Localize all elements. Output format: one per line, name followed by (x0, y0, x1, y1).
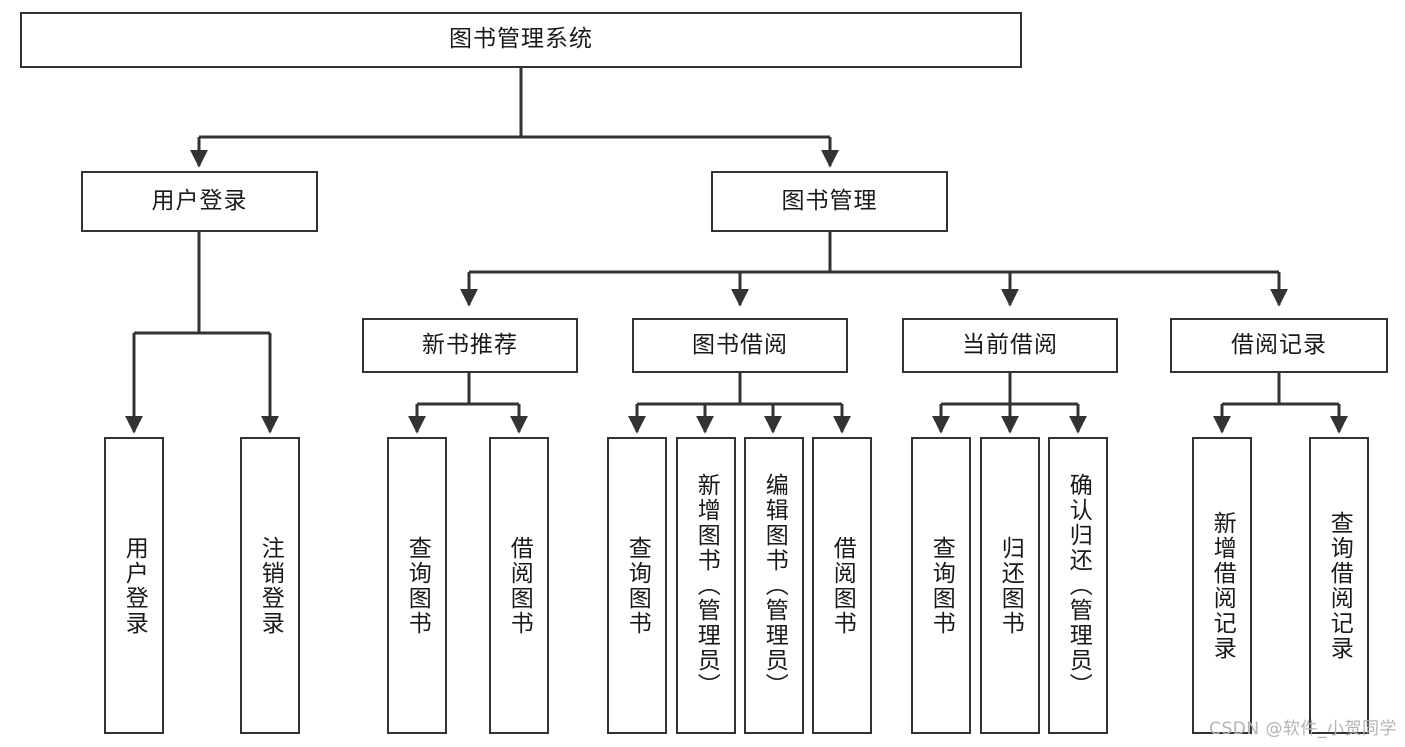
node-leaf-borrow-book-2-label: 借阅图书 (829, 535, 856, 636)
node-book-manage-label: 图书管理 (781, 187, 878, 214)
node-leaf-confirm-return[interactable]: 确认归还（管理员） (1048, 437, 1108, 734)
node-user-login[interactable]: 用户登录 (81, 171, 318, 232)
node-leaf-user-logout[interactable]: 注销登录 (240, 437, 300, 734)
node-new-book-recommend-label: 新书推荐 (422, 331, 518, 358)
node-user-login-label: 用户登录 (151, 187, 248, 214)
node-leaf-borrow-book-1-label: 借阅图书 (506, 535, 533, 636)
node-leaf-edit-book[interactable]: 编辑图书（管理员） (744, 437, 804, 734)
node-leaf-return-book[interactable]: 归还图书 (980, 437, 1040, 734)
csdn-watermark: CSDN @软件_小贺同学 (1209, 719, 1397, 739)
node-leaf-query-record-label: 查询借阅记录 (1326, 510, 1353, 661)
node-leaf-add-book-label: 新增图书（管理员） (693, 473, 720, 698)
node-book-borrow-label: 图书借阅 (692, 331, 788, 358)
node-leaf-query-book-1[interactable]: 查询图书 (387, 437, 447, 734)
node-leaf-user-login[interactable]: 用户登录 (104, 437, 164, 734)
node-current-borrow[interactable]: 当前借阅 (902, 318, 1118, 373)
node-leaf-add-book[interactable]: 新增图书（管理员） (676, 437, 736, 734)
node-leaf-query-book-3-label: 查询图书 (928, 535, 955, 636)
node-leaf-query-book-2[interactable]: 查询图书 (607, 437, 667, 734)
node-leaf-edit-book-label: 编辑图书（管理员） (761, 473, 788, 698)
node-borrow-record[interactable]: 借阅记录 (1170, 318, 1388, 373)
node-leaf-borrow-book-1[interactable]: 借阅图书 (489, 437, 549, 734)
node-root-label: 图书管理系统 (449, 26, 593, 53)
node-borrow-record-label: 借阅记录 (1231, 331, 1327, 358)
node-leaf-borrow-book-2[interactable]: 借阅图书 (812, 437, 872, 734)
node-leaf-add-record-label: 新增借阅记录 (1209, 510, 1236, 661)
node-leaf-query-book-2-label: 查询图书 (624, 535, 651, 636)
node-leaf-query-book-1-label: 查询图书 (404, 535, 431, 636)
node-leaf-user-login-label: 用户登录 (121, 535, 148, 636)
node-leaf-confirm-return-label: 确认归还（管理员） (1065, 473, 1092, 698)
node-leaf-return-book-label: 归还图书 (997, 535, 1024, 636)
node-book-borrow[interactable]: 图书借阅 (632, 318, 848, 373)
node-book-manage[interactable]: 图书管理 (711, 171, 948, 232)
node-leaf-add-record[interactable]: 新增借阅记录 (1192, 437, 1252, 734)
node-leaf-user-logout-label: 注销登录 (257, 535, 284, 636)
node-leaf-query-record[interactable]: 查询借阅记录 (1309, 437, 1369, 734)
node-current-borrow-label: 当前借阅 (962, 331, 1058, 358)
node-new-book-recommend[interactable]: 新书推荐 (362, 318, 578, 373)
node-root[interactable]: 图书管理系统 (20, 12, 1022, 68)
node-leaf-query-book-3[interactable]: 查询图书 (911, 437, 971, 734)
